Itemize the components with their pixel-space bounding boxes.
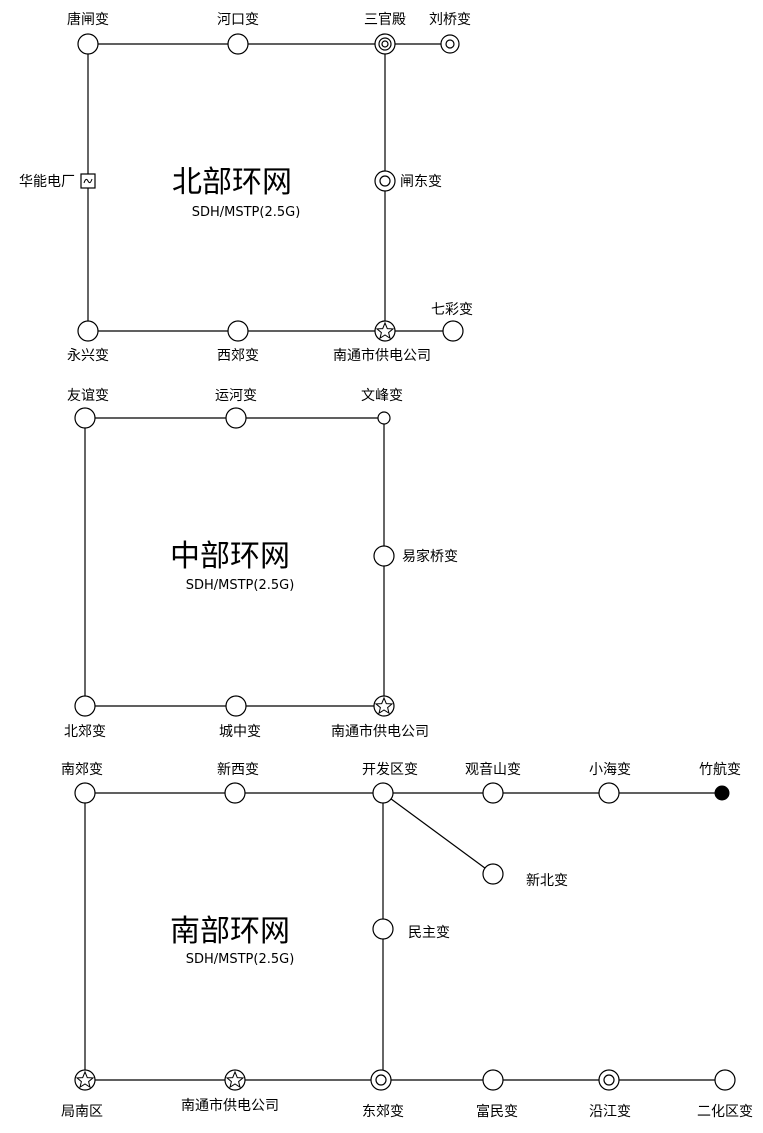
node-yunhe — [225, 407, 247, 429]
label-erhuaqu: 二化区变 — [697, 1104, 753, 1120]
node-erhuaqu — [714, 1069, 736, 1091]
node-junanqu — [74, 1069, 96, 1091]
label-youyi: 友谊变 — [67, 388, 109, 404]
node-xinxi — [224, 782, 246, 804]
label-tangzha: 唐闸变 — [67, 11, 109, 28]
label-junanqu: 局南区 — [61, 1104, 103, 1120]
label-yanjiang: 沿江变 — [589, 1104, 631, 1120]
label-chengzhong: 城中变 — [219, 724, 261, 740]
label-huaneng: 华能电厂 — [19, 174, 75, 190]
node-qicai — [442, 320, 464, 342]
node-beijiao — [74, 695, 96, 717]
label-minzhu: 民主变 — [408, 925, 450, 941]
label-kaifaqu: 开发区变 — [362, 762, 418, 778]
middle-ring: 友谊变 运河变 文峰变 易家桥变 北郊变 城中变 南通市供电公司 中部环网 SD… — [64, 388, 458, 740]
node-fumin — [482, 1069, 504, 1091]
node-hekou — [227, 33, 249, 55]
node-zhuhang — [714, 785, 730, 801]
ring-title-south: 南部环网 — [170, 914, 290, 949]
node-minzhu — [372, 918, 394, 940]
ring-subtitle-north: SDH/MSTP(2.5G) — [192, 205, 301, 220]
label-beijiao: 北郊变 — [64, 723, 106, 740]
node-dongjiao — [370, 1069, 392, 1091]
node-youyi — [74, 407, 96, 429]
node-huaneng — [80, 173, 96, 189]
label-qicai: 七彩变 — [431, 302, 473, 318]
node-yongxing — [77, 320, 99, 342]
node-tangzha — [77, 33, 99, 55]
node-liuqiao — [440, 34, 460, 54]
label-zhuhang: 竹航变 — [699, 762, 741, 778]
node-xiaohai — [598, 782, 620, 804]
label-yijiaqiao: 易家桥变 — [402, 548, 458, 565]
label-hekou: 河口变 — [217, 12, 259, 28]
label-sanguandian: 三官殿 — [364, 12, 406, 28]
south-ring: 南郊变 新西变 开发区变 观音山变 小海变 竹航变 新北变 民主变 局南区 南通… — [61, 761, 753, 1120]
label-wenfeng: 文峰变 — [361, 388, 403, 404]
node-zhadong — [374, 170, 396, 192]
north-ring: 唐闸变 河口变 三官殿 刘桥变 华能电厂 闸东变 七彩变 永兴变 西郊变 南通市… — [19, 11, 473, 364]
label-yongxing: 永兴变 — [67, 348, 109, 364]
node-yijiaqiao — [373, 545, 395, 567]
ring-title-middle: 中部环网 — [170, 539, 290, 574]
label-company-north: 南通市供电公司 — [333, 347, 431, 364]
node-wenfeng — [377, 411, 391, 425]
node-company-north — [374, 320, 396, 342]
label-guanyinshan: 观音山变 — [465, 761, 521, 778]
node-chengzhong — [225, 695, 247, 717]
label-xiaohai: 小海变 — [589, 762, 631, 778]
label-yunhe: 运河变 — [215, 388, 257, 404]
label-xinbei: 新北变 — [526, 873, 568, 889]
label-nanjiao: 南郊变 — [61, 761, 103, 778]
label-dongjiao: 东郊变 — [362, 1103, 404, 1120]
node-kaifaqu — [372, 782, 394, 804]
node-company-middle — [373, 695, 395, 717]
label-fumin: 富民变 — [476, 1103, 518, 1120]
node-xinbei — [482, 863, 504, 885]
label-xijiao: 西郊变 — [217, 347, 259, 364]
label-company-south: 南通市供电公司 — [181, 1097, 279, 1114]
ring-subtitle-south: SDH/MSTP(2.5G) — [186, 952, 295, 967]
label-company-middle: 南通市供电公司 — [331, 723, 429, 740]
node-yanjiang — [598, 1069, 620, 1091]
node-guanyinshan — [482, 782, 504, 804]
label-liuqiao: 刘桥变 — [429, 12, 471, 28]
node-sanguandian — [374, 33, 396, 55]
label-zhadong: 闸东变 — [400, 174, 442, 190]
node-xijiao — [227, 320, 249, 342]
node-company-south — [224, 1069, 246, 1091]
edge — [382, 792, 494, 875]
ring-subtitle-middle: SDH/MSTP(2.5G) — [186, 578, 295, 593]
label-xinxi: 新西变 — [217, 762, 259, 778]
node-nanjiao — [74, 782, 96, 804]
ring-title-north: 北部环网 — [172, 165, 292, 200]
